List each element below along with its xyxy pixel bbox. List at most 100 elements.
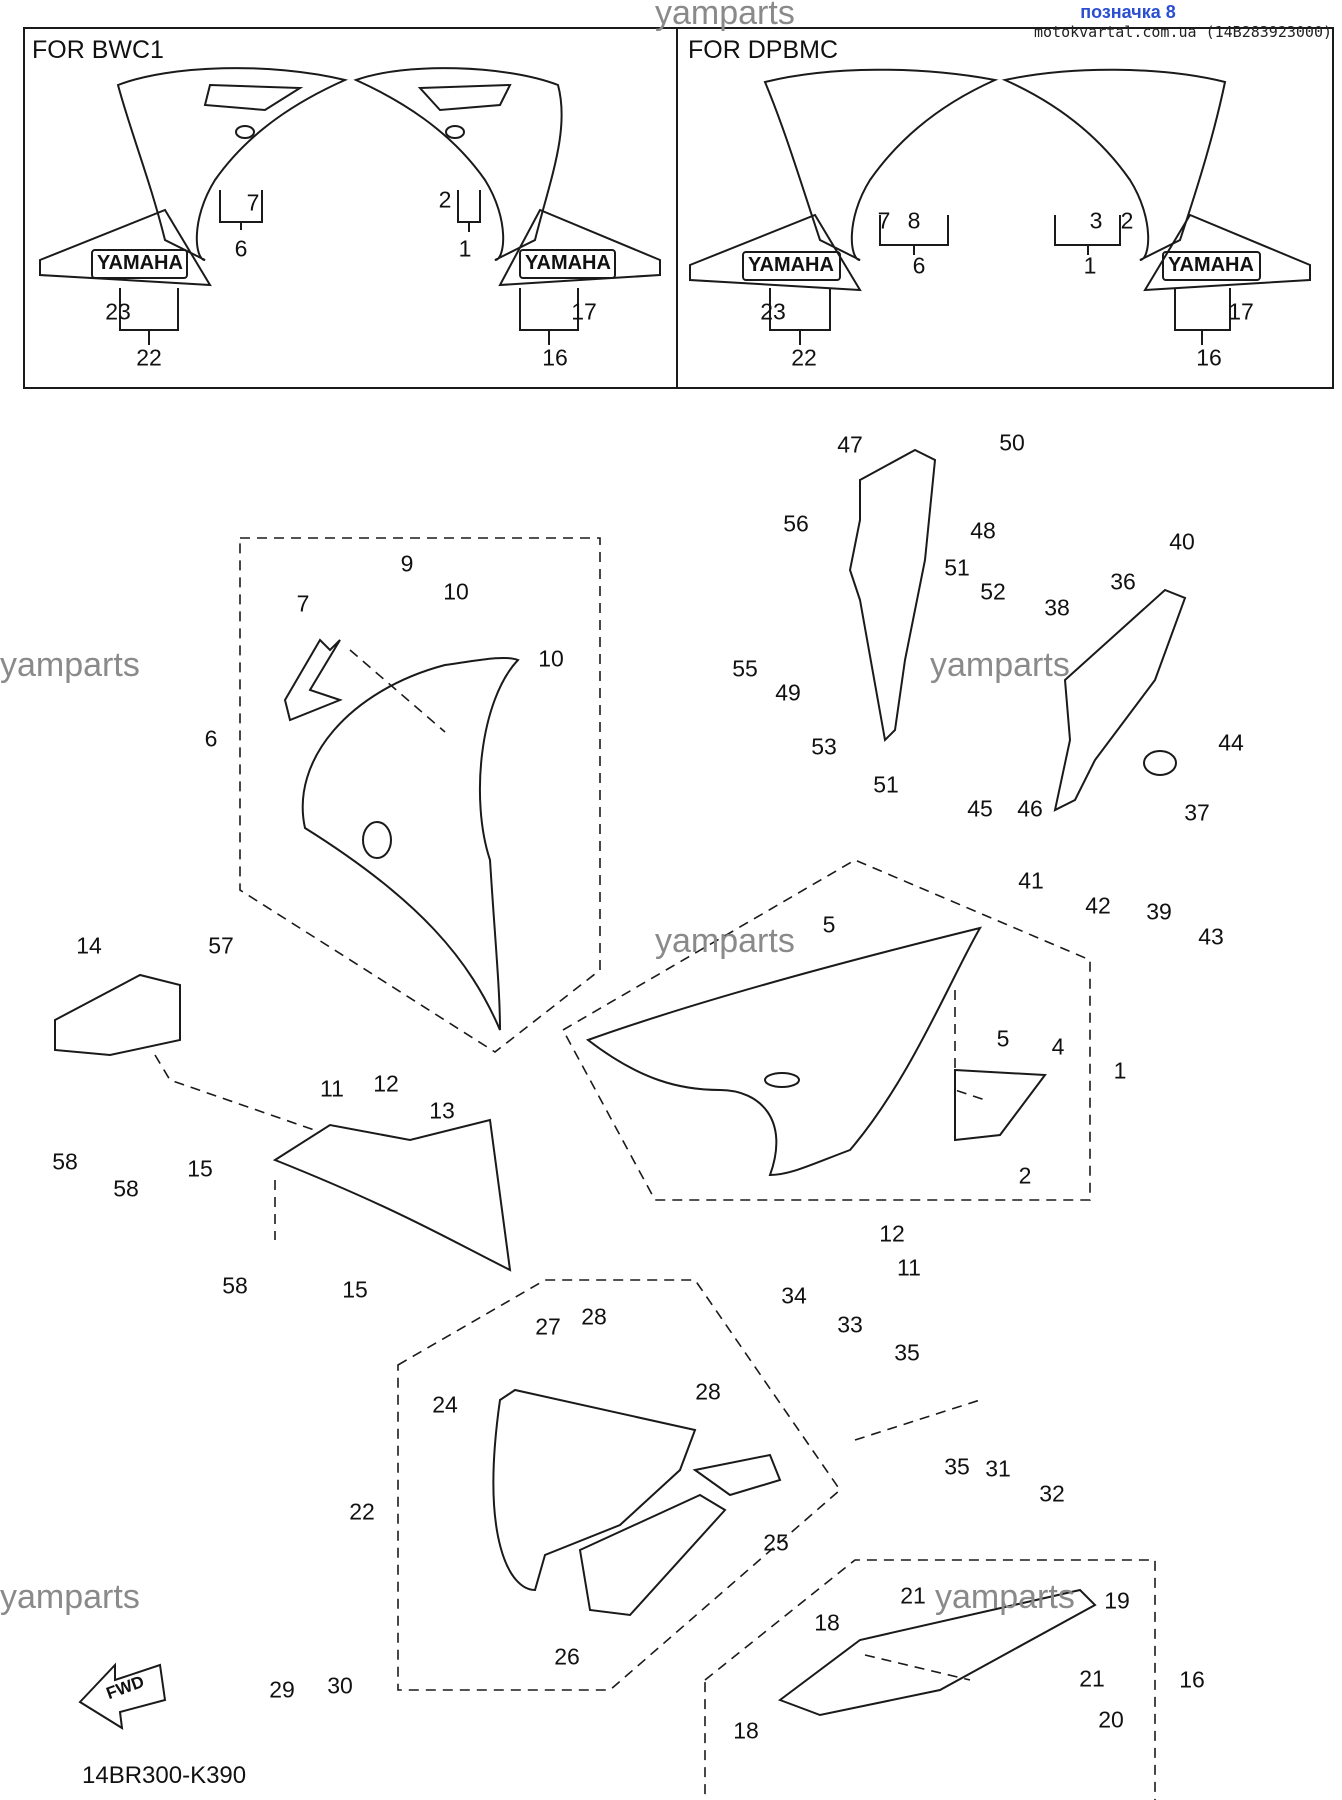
part-number: 16 xyxy=(1179,1666,1205,1693)
callout-number: 6 xyxy=(912,252,926,279)
part-number: 34 xyxy=(781,1282,807,1309)
part-number: 1 xyxy=(1113,1057,1127,1084)
part-number: 44 xyxy=(1218,729,1244,756)
callout-bracket xyxy=(219,190,263,230)
callout-bracket xyxy=(457,190,481,232)
lower-panel-outline xyxy=(498,208,661,287)
part-number: 19 xyxy=(1104,1587,1130,1614)
part-number: 48 xyxy=(970,517,996,544)
side-cowl-outline xyxy=(763,68,999,261)
callout-bracket xyxy=(519,288,579,345)
variant-box-frame xyxy=(23,27,678,389)
lower-panel-outline xyxy=(39,208,212,287)
part-number: 25 xyxy=(763,1529,789,1556)
part-number: 49 xyxy=(775,679,801,706)
cowl-hole xyxy=(445,125,465,139)
watermark: yamparts xyxy=(655,922,795,960)
callout-number: 16 xyxy=(542,344,568,371)
side-cowl-outline xyxy=(1001,68,1227,261)
r1-decal-outline xyxy=(954,1068,1047,1142)
leader-line xyxy=(349,649,446,733)
part-number: 28 xyxy=(581,1303,607,1330)
yamaha-decal-text: YAMAHA xyxy=(748,254,834,276)
part-number: 58 xyxy=(52,1148,78,1175)
part-number: 35 xyxy=(944,1453,970,1480)
part-number: 11 xyxy=(320,1075,344,1102)
pad-outline xyxy=(578,1493,727,1617)
part-number: 39 xyxy=(1146,898,1172,925)
part-number: 56 xyxy=(783,510,809,537)
lower-panel-outline xyxy=(689,213,862,292)
part-number: 6 xyxy=(204,725,218,752)
cowl-hole xyxy=(764,1072,800,1088)
variant-title: FOR DPBMC xyxy=(688,36,838,64)
callout-number: 23 xyxy=(105,298,131,325)
part-number: 18 xyxy=(814,1609,840,1636)
part-number: 10 xyxy=(538,645,564,672)
part-number: 24 xyxy=(432,1391,458,1418)
r1-decal-outline xyxy=(203,83,304,112)
part-number: 28 xyxy=(695,1378,721,1405)
part-number: 12 xyxy=(879,1220,905,1247)
part-number: 5 xyxy=(822,911,836,938)
part-number: 13 xyxy=(429,1097,455,1124)
leader-line xyxy=(864,1654,971,1681)
part-number: 32 xyxy=(1039,1480,1065,1507)
watermark: yamparts xyxy=(930,646,1070,684)
part-number: 31 xyxy=(985,1455,1011,1482)
part-number: 2 xyxy=(1018,1162,1032,1189)
part-number: 26 xyxy=(554,1643,580,1670)
under-cowl-outline xyxy=(777,1588,1097,1717)
part-number: 18 xyxy=(733,1717,759,1744)
part-number: 36 xyxy=(1110,568,1136,595)
badge-label: позначка 8 xyxy=(1080,2,1176,22)
part-number: 15 xyxy=(187,1155,213,1182)
panel-outline xyxy=(1053,588,1187,812)
part-number: 37 xyxy=(1184,799,1210,826)
assembly-boundary xyxy=(561,859,1091,1201)
leader-line xyxy=(154,1054,321,1133)
variant-title: FOR BWC1 xyxy=(32,36,164,64)
callout-number: 8 xyxy=(907,207,921,234)
callout-number: 23 xyxy=(760,298,786,325)
yamaha-decal-text: YAMAHA xyxy=(525,252,611,274)
side-cowl-outline xyxy=(353,67,563,261)
side-cowl-outline xyxy=(116,67,349,261)
part-number: 11 xyxy=(897,1254,921,1281)
part-number: 57 xyxy=(208,932,234,959)
variant-box-frame xyxy=(676,27,1334,389)
callout-number: 16 xyxy=(1196,344,1222,371)
callout-number: 7 xyxy=(877,207,891,234)
diagram-reference: 14BR300-K390 xyxy=(82,1762,247,1789)
lens-outline xyxy=(362,821,392,859)
part-number: 22 xyxy=(349,1498,375,1525)
part-number: 10 xyxy=(443,578,469,605)
part-number: 30 xyxy=(327,1672,353,1699)
part-number: 58 xyxy=(113,1175,139,1202)
watermark: yamparts xyxy=(935,1578,1075,1616)
callout-bracket xyxy=(1054,215,1121,255)
callout-bracket xyxy=(879,215,949,255)
part-number: 51 xyxy=(873,771,899,798)
part-number: 46 xyxy=(1017,795,1043,822)
part-number: 41 xyxy=(1018,867,1044,894)
part-number: 15 xyxy=(342,1276,368,1303)
grommet-outline xyxy=(1143,750,1177,776)
callout-number: 6 xyxy=(234,235,248,262)
part-number: 50 xyxy=(999,429,1025,456)
callout-bracket xyxy=(1174,288,1231,345)
part-number: 27 xyxy=(535,1313,561,1340)
part-number: 35 xyxy=(894,1339,920,1366)
leader-line xyxy=(954,990,986,1101)
yamaha-decal-text: YAMAHA xyxy=(1168,254,1254,276)
watermark: yamparts xyxy=(655,0,795,32)
part-number: 51 xyxy=(944,554,970,581)
part-number: 55 xyxy=(732,655,758,682)
bracket-outline xyxy=(54,973,181,1057)
part-number: 43 xyxy=(1198,923,1224,950)
part-number: 29 xyxy=(269,1676,295,1703)
part-number: 21 xyxy=(1079,1665,1105,1692)
callout-number: 3 xyxy=(1089,207,1103,234)
leader-line xyxy=(854,1399,981,1441)
